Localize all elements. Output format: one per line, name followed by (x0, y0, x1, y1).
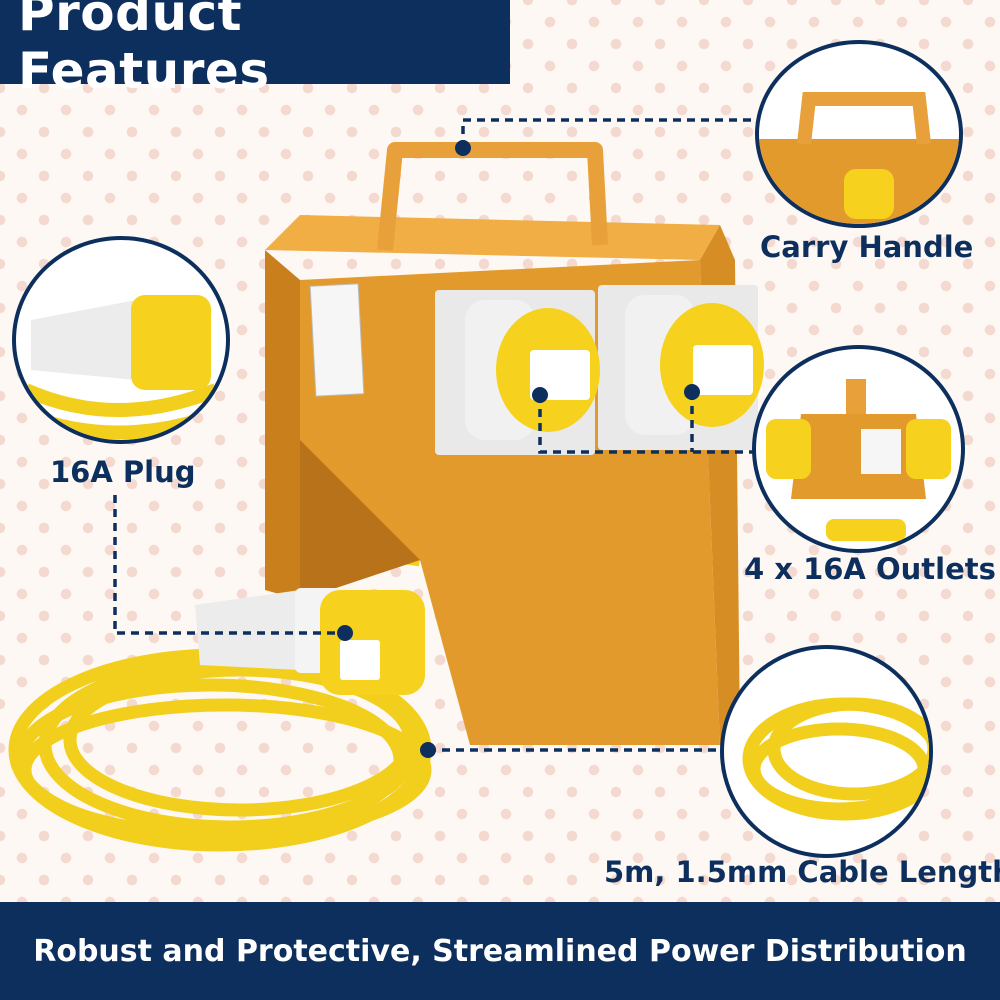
label-cable-length: 5m, 1.5mm Cable Length (604, 855, 1000, 889)
zoom-outlets (752, 345, 965, 553)
title-banner: Product Features (0, 0, 510, 100)
page-title: Product Features (18, 0, 270, 100)
plug-16a (195, 588, 425, 695)
zoom-plug (12, 236, 230, 444)
label-outlets: 4 x 16A Outlets (744, 552, 996, 586)
footer-banner: Robust and Protective, Streamlined Power… (0, 902, 1000, 1000)
zoom-cable (720, 645, 933, 858)
label-carry-handle: Carry Handle (760, 230, 974, 264)
callout-lines (113, 118, 760, 752)
distribution-box (265, 142, 764, 745)
footer-tagline: Robust and Protective, Streamlined Power… (33, 933, 967, 969)
label-plug: 16A Plug (50, 455, 196, 489)
zoom-carry-handle (755, 40, 963, 228)
callout-dots (337, 140, 700, 758)
